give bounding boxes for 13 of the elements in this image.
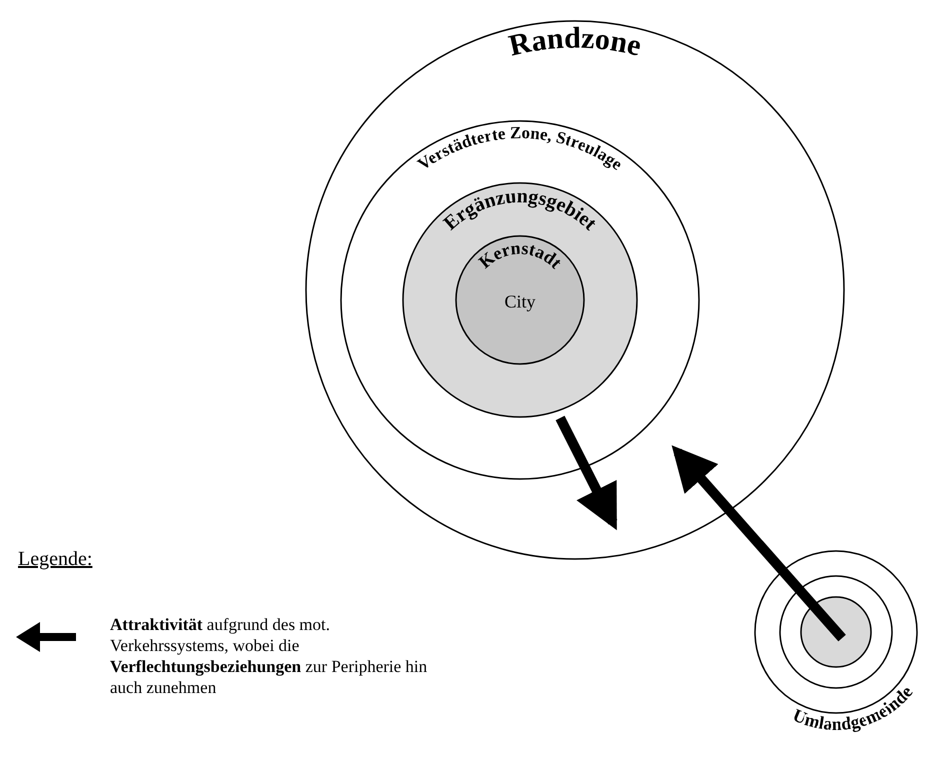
zone-label: City [504, 292, 536, 312]
legend-text: Attraktivität aufgrund des mot. Verkehrssystems, wobei die Verflechtungsbeziehungen zur Peripherie hin auch zunehmen [110, 614, 428, 698]
legend-heading: Legende: [18, 548, 92, 571]
zone-label: Randzone [506, 22, 645, 63]
zone-circle [305, 20, 845, 560]
zone-circle [455, 235, 585, 365]
circle [779, 575, 893, 689]
arrow [672, 445, 846, 642]
zone-circle [340, 120, 700, 480]
zone-circle [402, 182, 638, 418]
circle [800, 596, 872, 668]
zone-label: Kernstadt [474, 238, 566, 272]
arrow [556, 416, 618, 530]
